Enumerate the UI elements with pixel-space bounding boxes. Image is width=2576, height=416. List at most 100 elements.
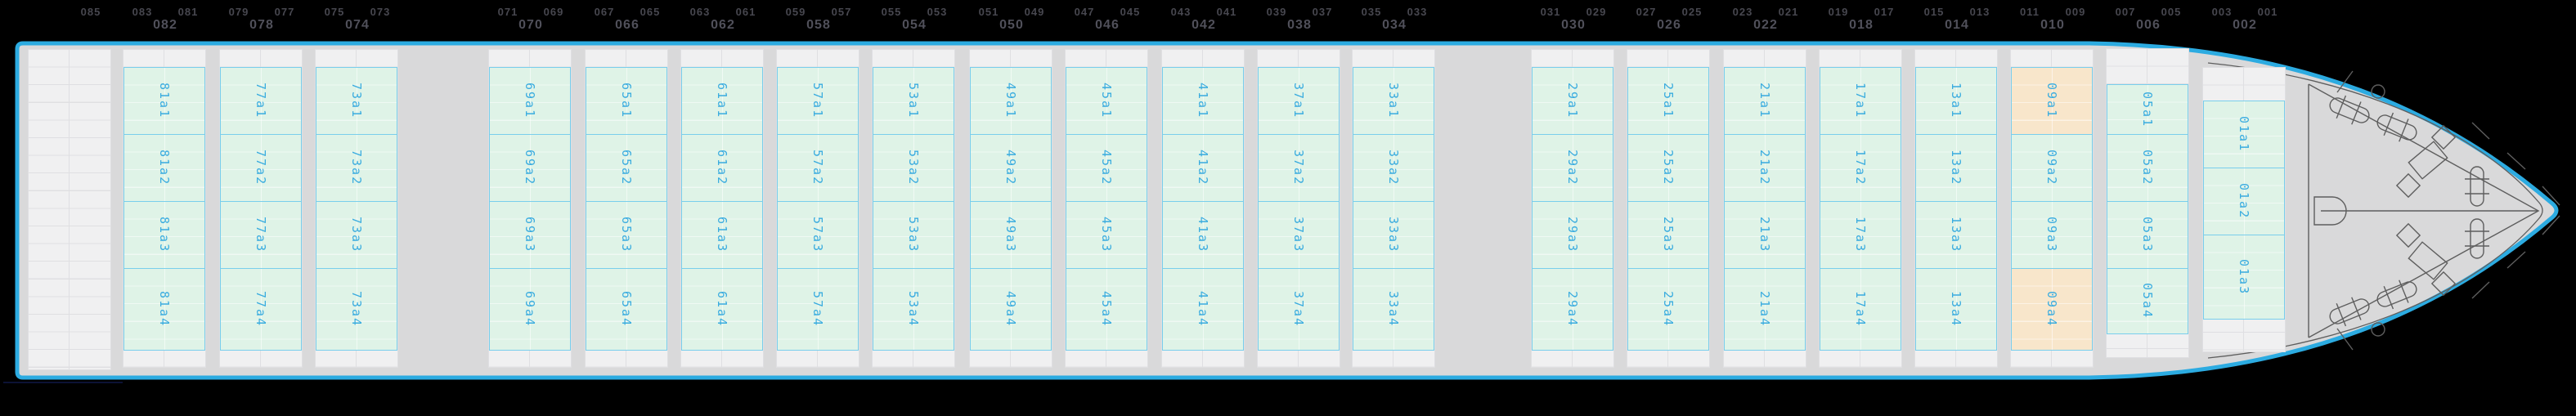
stowage-slot[interactable]: 45a3 <box>1066 201 1147 269</box>
slot-id-label: 25a1 <box>1661 83 1676 119</box>
stowage-slot[interactable]: 29a3 <box>1532 201 1613 269</box>
stowage-slot[interactable]: 05a2 <box>2107 134 2188 202</box>
stowage-slot[interactable]: 61a4 <box>681 268 763 351</box>
stowage-slot[interactable]: 17a4 <box>1820 268 1901 351</box>
stowage-slot[interactable]: 53a3 <box>873 201 954 269</box>
slot-id-label: 65a3 <box>619 217 634 253</box>
stowage-slot[interactable]: 73a3 <box>316 201 397 269</box>
frame-label: 025 <box>1681 6 1703 18</box>
stowage-slot[interactable]: 53a1 <box>873 67 954 135</box>
stowage-slot[interactable]: 69a3 <box>489 201 571 269</box>
stowage-slot[interactable]: 37a3 <box>1258 201 1340 269</box>
stowage-slot[interactable]: 13a3 <box>1915 201 1997 269</box>
frame-label: 065 <box>640 6 661 18</box>
stowage-slot[interactable]: 81a1 <box>123 67 205 135</box>
slot-id-label: 33a2 <box>1386 150 1401 186</box>
stowage-slot[interactable]: 33a1 <box>1353 67 1434 135</box>
stowage-slot[interactable]: 65a4 <box>586 268 667 351</box>
stowage-slot[interactable]: 57a2 <box>777 134 859 202</box>
stowage-slot[interactable]: 05a4 <box>2107 268 2188 334</box>
stowage-slot[interactable]: 65a3 <box>586 201 667 269</box>
stowage-slot[interactable]: 25a1 <box>1627 67 1709 135</box>
stowage-slot[interactable]: 13a4 <box>1915 268 1997 351</box>
stowage-slot[interactable]: 17a2 <box>1820 134 1901 202</box>
stowage-slot[interactable]: 41a3 <box>1162 201 1244 269</box>
stowage-slot[interactable]: 69a2 <box>489 134 571 202</box>
stowage-slot[interactable]: 73a4 <box>316 268 397 351</box>
stowage-slot[interactable]: 61a2 <box>681 134 763 202</box>
stowage-slot[interactable]: 09a4 <box>2011 268 2093 351</box>
stowage-slot[interactable]: 49a3 <box>970 201 1052 269</box>
stowage-slot[interactable]: 21a1 <box>1724 67 1806 135</box>
stowage-slot[interactable]: 25a2 <box>1627 134 1709 202</box>
stowage-slot[interactable]: 65a1 <box>586 67 667 135</box>
stowage-slot[interactable]: 77a1 <box>220 67 302 135</box>
frame-label: 063 <box>689 6 711 18</box>
stowage-slot[interactable]: 25a3 <box>1627 201 1709 269</box>
stowage-slot[interactable]: 37a4 <box>1258 268 1340 351</box>
stowage-slot[interactable]: 69a1 <box>489 67 571 135</box>
stowage-slot[interactable]: 33a4 <box>1353 268 1434 351</box>
stowage-slot[interactable]: 13a1 <box>1915 67 1997 135</box>
stowage-slot[interactable]: 41a2 <box>1162 134 1244 202</box>
stowage-slot[interactable]: 41a4 <box>1162 268 1244 351</box>
stowage-slot[interactable]: 29a1 <box>1532 67 1613 135</box>
stowage-slot[interactable]: 05a1 <box>2107 84 2188 135</box>
frame-label: 019 <box>1828 6 1849 18</box>
stowage-slot[interactable]: 37a1 <box>1258 67 1340 135</box>
slot-id-label: 57a1 <box>810 83 825 119</box>
slot-id-label: 09a1 <box>2044 83 2059 119</box>
stowage-slot[interactable]: 45a2 <box>1066 134 1147 202</box>
stowage-slot[interactable]: 09a2 <box>2011 134 2093 202</box>
stowage-slot[interactable]: 73a2 <box>316 134 397 202</box>
stowage-slot[interactable]: 77a3 <box>220 201 302 269</box>
stowage-slot[interactable]: 77a4 <box>220 268 302 351</box>
stowage-slot[interactable]: 53a4 <box>873 268 954 351</box>
stowage-slot[interactable]: 01a2 <box>2203 168 2285 235</box>
stowage-slot[interactable]: 01a3 <box>2203 235 2285 320</box>
stowage-slot[interactable]: 77a2 <box>220 134 302 202</box>
slot-id-label: 45a2 <box>1099 150 1114 186</box>
stowage-slot[interactable]: 57a3 <box>777 201 859 269</box>
stowage-slot[interactable]: 61a1 <box>681 67 763 135</box>
stowage-slot[interactable]: 61a3 <box>681 201 763 269</box>
slot-id-label: 05a3 <box>2140 217 2155 253</box>
stowage-slot[interactable]: 57a4 <box>777 268 859 351</box>
stowage-slot[interactable]: 17a3 <box>1820 201 1901 269</box>
slot-id-label: 77a1 <box>254 83 268 119</box>
stowage-slot[interactable]: 21a2 <box>1724 134 1806 202</box>
stowage-slot[interactable]: 05a3 <box>2107 201 2188 269</box>
stowage-slot[interactable]: 33a2 <box>1353 134 1434 202</box>
stowage-slot[interactable]: 65a2 <box>586 134 667 202</box>
stowage-slot[interactable]: 21a4 <box>1724 268 1806 351</box>
stowage-slot[interactable]: 45a4 <box>1066 268 1147 351</box>
stowage-slot[interactable]: 49a4 <box>970 268 1052 351</box>
bay-number-label: 082 <box>153 18 177 32</box>
stowage-slot[interactable]: 21a3 <box>1724 201 1806 269</box>
stowage-slot[interactable]: 81a3 <box>123 201 205 269</box>
stowage-slot[interactable]: 25a4 <box>1627 268 1709 351</box>
stowage-slot[interactable]: 81a4 <box>123 268 205 351</box>
stowage-slot[interactable]: 01a1 <box>2203 101 2285 168</box>
stowage-slot[interactable]: 17a1 <box>1820 67 1901 135</box>
stowage-slot[interactable]: 29a4 <box>1532 268 1613 351</box>
frame-label: 077 <box>274 6 295 18</box>
stowage-slot[interactable]: 09a3 <box>2011 201 2093 269</box>
stowage-slot[interactable]: 41a1 <box>1162 67 1244 135</box>
stowage-slot[interactable]: 73a1 <box>316 67 397 135</box>
slot-id-label: 01a1 <box>2237 116 2251 153</box>
stowage-slot[interactable]: 09a1 <box>2011 67 2093 135</box>
stowage-slot[interactable]: 45a1 <box>1066 67 1147 135</box>
stowage-slot[interactable]: 37a2 <box>1258 134 1340 202</box>
stowage-slot[interactable]: 49a2 <box>970 134 1052 202</box>
stowage-slot[interactable]: 13a2 <box>1915 134 1997 202</box>
stowage-slot[interactable]: 29a2 <box>1532 134 1613 202</box>
stowage-slot[interactable]: 33a3 <box>1353 201 1434 269</box>
slot-id-label: 37a1 <box>1291 83 1306 119</box>
slot-id-label: 53a2 <box>906 150 921 186</box>
stowage-slot[interactable]: 53a2 <box>873 134 954 202</box>
stowage-slot[interactable]: 81a2 <box>123 134 205 202</box>
stowage-slot[interactable]: 49a1 <box>970 67 1052 135</box>
stowage-slot[interactable]: 69a4 <box>489 268 571 351</box>
stowage-slot[interactable]: 57a1 <box>777 67 859 135</box>
